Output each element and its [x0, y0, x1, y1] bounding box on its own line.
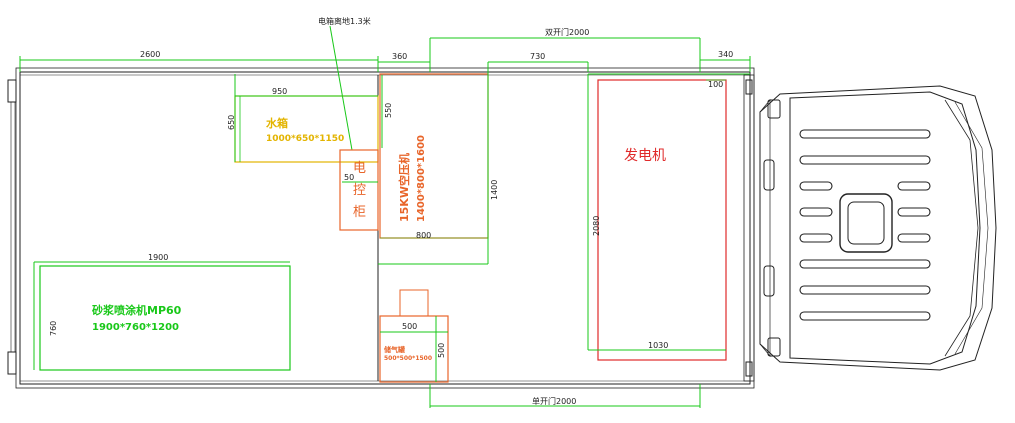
- top-dimensions: [19, 37, 751, 72]
- dim-340: 340: [718, 50, 733, 59]
- small-unit: [379, 289, 449, 383]
- annotation-leader-line: [329, 25, 353, 151]
- dim-sprayer-width: 1900: [148, 253, 168, 262]
- dim-100: 100: [708, 80, 723, 89]
- sprayer-size: 1900*760*1200: [92, 322, 179, 333]
- dim-small-height: 500: [437, 343, 446, 358]
- water-tank-name: 水箱: [266, 116, 288, 130]
- generator: [587, 73, 750, 361]
- small-unit-size: 500*500*1500: [384, 355, 432, 362]
- dim-sprayer-height: 760: [49, 321, 58, 336]
- control-cabinet-char-3: 柜: [353, 205, 366, 220]
- small-unit-name: 储气罐: [383, 345, 405, 354]
- dim-compressor-width: 800: [416, 231, 431, 240]
- water-tank: [234, 74, 379, 163]
- control-cabinet-char-1: 电: [353, 161, 366, 176]
- dim-tank-height: 650: [227, 115, 236, 130]
- dim-compressor-height: 1400: [490, 180, 499, 200]
- compressor-size: 1400*800*1600: [416, 135, 427, 222]
- dim-generator-height: 2080: [592, 216, 601, 236]
- dim-50: 50: [344, 173, 354, 182]
- dim-730: 730: [530, 52, 545, 61]
- dim-generator-width: 1030: [648, 341, 668, 350]
- compressor-name: 15KW空压机: [397, 153, 411, 222]
- truck-cab: [759, 85, 997, 371]
- generator-label: 发电机: [624, 148, 666, 164]
- dim-360: 360: [392, 52, 407, 61]
- dim-small-width: 500: [402, 322, 417, 331]
- side-door-bottom-label: 单开门2000: [532, 396, 576, 406]
- dim-overall-length: 2600: [140, 50, 160, 59]
- electric-box-height-note: 电箱离地1.3米: [318, 16, 371, 26]
- side-door-top-label: 双开门2000: [545, 27, 589, 37]
- dim-tank-width: 950: [272, 87, 287, 96]
- control-cabinet: [339, 149, 379, 231]
- dim-550: 550: [384, 103, 393, 118]
- mortar-sprayer: [33, 261, 291, 371]
- sprayer-name: 砂浆喷涂机MP60: [92, 303, 182, 317]
- truck-body: [7, 67, 755, 389]
- control-cabinet-char-2: 控: [353, 183, 366, 198]
- air-compressor: [378, 62, 489, 265]
- bottom-door-dimension: [429, 384, 701, 408]
- water-tank-size: 1000*650*1150: [266, 134, 344, 144]
